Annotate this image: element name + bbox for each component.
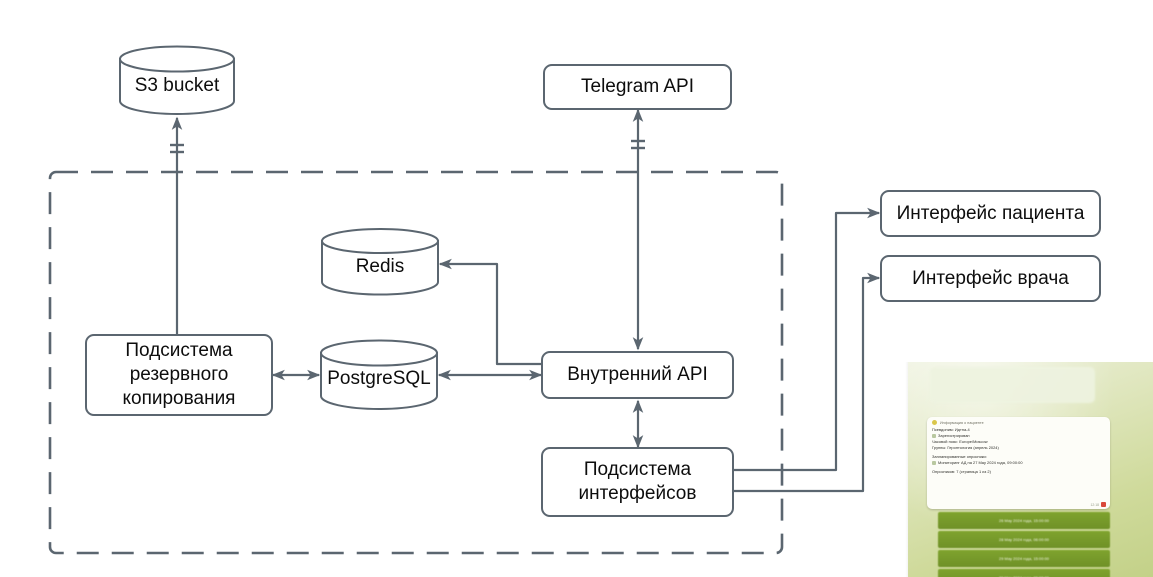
check-icon bbox=[932, 460, 936, 465]
scheduled-survey-item: Мониторинг АД на 27 May 2024 года, 09:00… bbox=[932, 460, 1105, 466]
node-backup-subsystem-line-2: резервного bbox=[129, 364, 229, 386]
node-doctor-interface-label: Интерфейс врача bbox=[912, 267, 1069, 289]
node-redis-label: Redis bbox=[355, 256, 405, 277]
edge-interfaces-to-doctor-ui bbox=[733, 272, 881, 493]
message-timestamp: 12:18 bbox=[1090, 502, 1100, 507]
boundary-crossing-markers bbox=[170, 139, 645, 154]
node-interfaces-subsystem-line-1: Подсистема bbox=[583, 459, 692, 481]
node-internal-api-label: Внутренний API bbox=[567, 364, 708, 386]
edge-interfaces-to-patient-ui bbox=[733, 207, 881, 472]
phone-screen: Информация о пациенте Псевдоним: Идтна-4… bbox=[908, 362, 1153, 577]
node-internal-api[interactable]: Внутренний API bbox=[541, 351, 734, 399]
patient-info-card-header: Информация о пациенте bbox=[927, 417, 1110, 426]
node-patient-interface-label: Интерфейс пациента bbox=[896, 202, 1085, 224]
chat-bubble-top bbox=[930, 367, 1095, 403]
node-redis[interactable]: Redis bbox=[320, 228, 440, 296]
patient-info-card-header-text: Информация о пациенте bbox=[940, 420, 984, 425]
patient-info-line: Часовой пояс: Europe/Moscow bbox=[932, 439, 988, 445]
unread-badge bbox=[1101, 502, 1106, 507]
survey-date-button-label: 26 May 2024 года, 15:00:00 bbox=[998, 518, 1050, 523]
survey-date-button[interactable]: 29 May 2024 года, 15:00:00 bbox=[938, 550, 1110, 567]
check-icon bbox=[932, 433, 936, 438]
node-postgresql[interactable]: PostgreSQL bbox=[319, 339, 439, 410]
scheduled-surveys-title: Запланированные опросники: bbox=[932, 454, 987, 460]
node-backup-subsystem-line-3: копирования bbox=[122, 387, 236, 409]
survey-date-button[interactable]: 28 May 2024 года, 06:00:00 bbox=[938, 531, 1110, 548]
node-backup-subsystem[interactable]: Подсистема резервного копирования bbox=[85, 334, 273, 416]
node-interfaces-subsystem[interactable]: Подсистема интерфейсов bbox=[541, 447, 734, 517]
survey-date-button-label: 28 May 2024 года, 06:00:00 bbox=[998, 537, 1050, 542]
message-meta: 12:18 bbox=[1090, 502, 1106, 507]
survey-count-footer: Опросников: 7 (страница 1 из 2) bbox=[932, 469, 991, 475]
node-doctor-interface[interactable]: Интерфейс врача bbox=[880, 255, 1101, 302]
edge-api-to-redis bbox=[438, 258, 541, 366]
node-interfaces-subsystem-line-2: интерфейсов bbox=[578, 483, 697, 504]
info-icon bbox=[932, 420, 937, 425]
scheduled-survey-item-text: Мониторинг АД на 27 May 2024 года, 09:00… bbox=[938, 460, 1023, 466]
node-backup-subsystem-line-1: Подсистема bbox=[125, 340, 233, 362]
node-s3-bucket[interactable]: S3 bucket bbox=[118, 45, 236, 115]
survey-date-button-label: 30 May 2024 года, 09:00:00 bbox=[999, 575, 1049, 577]
phone-screenshot: Информация о пациенте Псевдоним: Идтна-4… bbox=[884, 362, 1153, 577]
patient-info-card-body: Псевдоним: Идтна-4 Зарегистрирован Часов… bbox=[927, 426, 1110, 478]
patient-info-card[interactable]: Информация о пациенте Псевдоним: Идтна-4… bbox=[927, 417, 1110, 509]
node-telegram-api[interactable]: Telegram API bbox=[543, 64, 732, 110]
patient-info-line-text: Зарегистрирован bbox=[938, 433, 970, 439]
node-patient-interface[interactable]: Интерфейс пациента bbox=[880, 190, 1101, 237]
node-telegram-api-label: Telegram API bbox=[581, 76, 694, 98]
survey-date-button-label: 29 May 2024 года, 15:00:00 bbox=[998, 556, 1050, 561]
patient-info-line: Группы: Геронтология (апрель 2024) bbox=[932, 445, 999, 451]
edge-patient-ui-to-interfaces bbox=[852, 250, 879, 470]
survey-date-button[interactable]: 26 May 2024 года, 15:00:00 bbox=[938, 512, 1110, 529]
patient-info-line: Псевдоним: Идтна-4 bbox=[932, 427, 970, 432]
survey-date-button[interactable]: 30 May 2024 года, 09:00:00 bbox=[938, 569, 1110, 577]
patient-info-line: Зарегистрирован bbox=[932, 433, 1105, 439]
node-postgresql-label: PostgreSQL bbox=[327, 368, 431, 389]
node-s3-bucket-label: S3 bucket bbox=[134, 75, 220, 96]
